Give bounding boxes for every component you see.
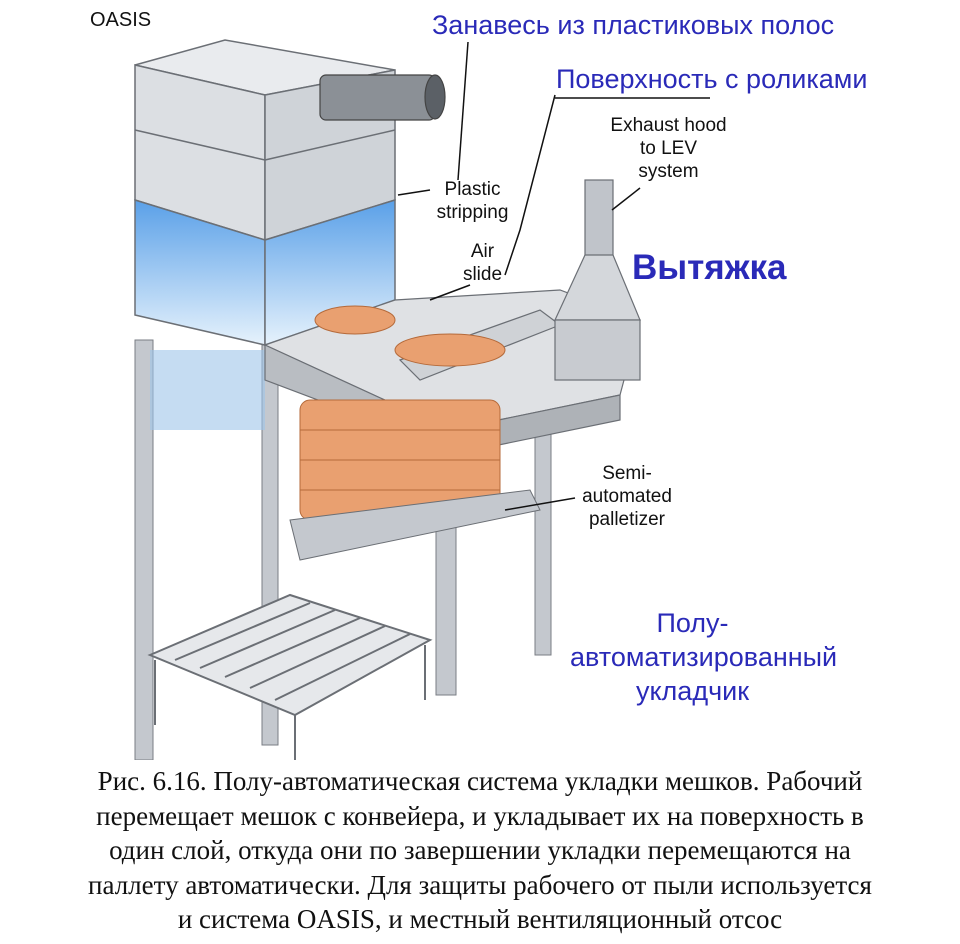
label-line: system	[638, 161, 699, 182]
caption-line: один слой, откуда они по завершении укла…	[109, 835, 851, 865]
label-line: to LEV	[639, 138, 698, 159]
label-exhaust-ru: Вытяжка	[632, 248, 787, 287]
palletizer-illustration	[134, 39, 710, 760]
label-palletizer-ru: Полу- автоматизированный укладчик	[570, 606, 838, 708]
duct	[319, 74, 446, 121]
label-oasis: OASIS	[90, 9, 152, 31]
figure-caption: Рис. 6.16. Полу-автоматическая система у…	[0, 764, 960, 937]
caption-line: паллету автоматически. Для защиты рабоче…	[88, 869, 872, 900]
label-line: укладчик	[635, 676, 750, 706]
caption-line: Рис. 6.16. Полу-автоматическая система у…	[97, 766, 863, 796]
label-plastic-stripping: Plastic stripping	[425, 178, 520, 224]
label-line: automated	[582, 486, 672, 507]
label-line: stripping	[436, 202, 509, 223]
pallet-tray	[289, 489, 541, 561]
label-exhaust-hood: Exhaust hood to LEV system	[596, 114, 741, 183]
label-palletizer: Semi- automated palletizer	[572, 462, 682, 531]
label-line: Полу-	[656, 608, 729, 638]
caption-line: перемещает мешок с конвейера, и укладыва…	[96, 800, 864, 831]
label-curtain-ru: Занавесь из пластиковых полос	[432, 10, 835, 40]
leader-lines	[397, 41, 710, 511]
label-line: palletizer	[588, 509, 666, 530]
lower-blue-panel	[150, 350, 265, 430]
label-line: Plastic	[444, 179, 501, 200]
bags	[299, 305, 506, 521]
exhaust-hood	[554, 179, 641, 381]
label-line: Semi-	[602, 463, 652, 484]
label-line: slide	[462, 264, 503, 285]
label-roller-surface-ru: Поверхность с роликами	[556, 64, 868, 94]
label-air-slide: Air slide	[455, 240, 510, 286]
label-line: автоматизированный	[570, 642, 838, 672]
label-line: Air	[470, 241, 495, 262]
roller-conveyor	[147, 593, 433, 760]
caption-line: и система OASIS, и местный вентиляционны…	[177, 904, 783, 934]
label-line: Exhaust hood	[610, 115, 727, 136]
